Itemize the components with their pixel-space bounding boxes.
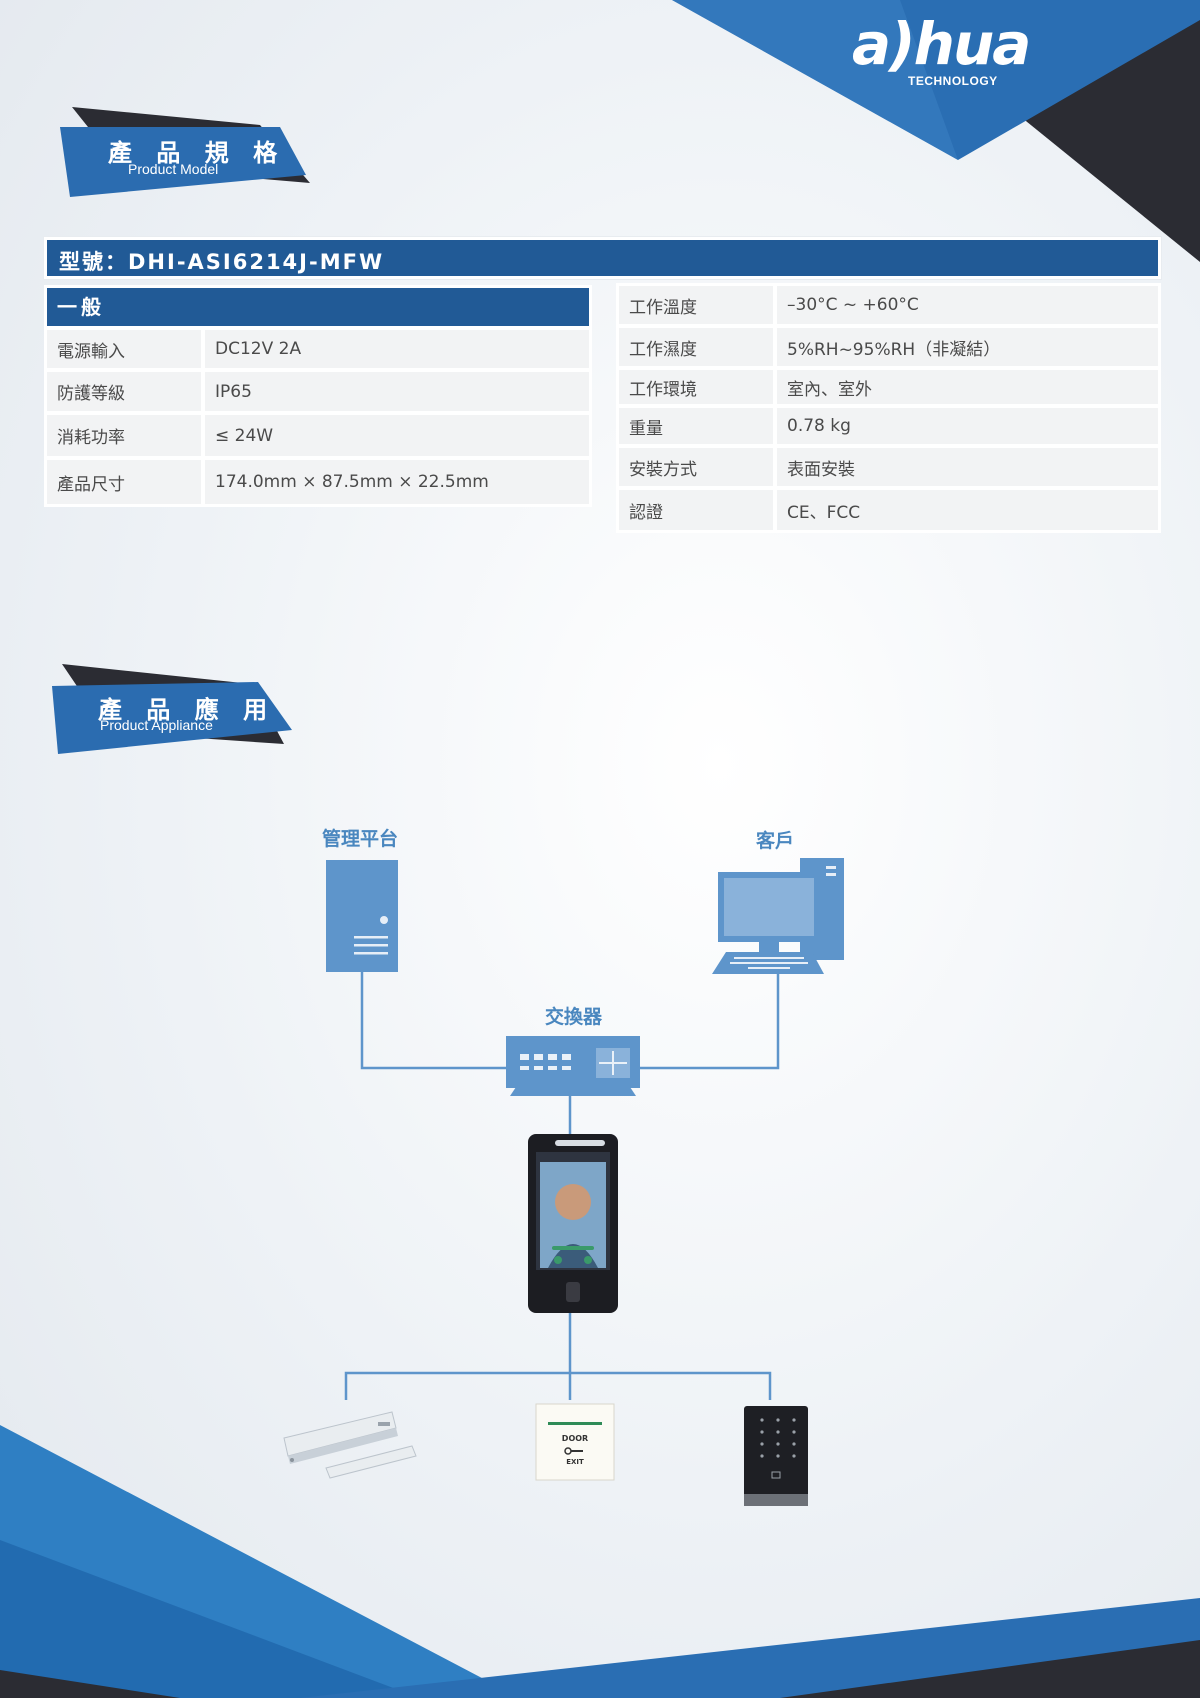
row-value: IP65 — [205, 372, 589, 411]
banner-shape — [60, 107, 310, 197]
connection-lines — [344, 972, 780, 1400]
logo-subtitle: TECHNOLOGY — [908, 74, 998, 88]
model-number-bar: 型號：DHI-ASI6214J-MFW — [44, 237, 1161, 279]
table-header: 一般 — [47, 288, 589, 326]
row-label: 電源輸入 — [47, 330, 201, 368]
table-row: 工作環境 室內、室外 — [619, 370, 1158, 404]
row-value: 5%RH~95%RH（非凝結） — [777, 328, 1158, 366]
switch-icon — [506, 1036, 640, 1096]
table-row: 電源輸入 DC12V 2A — [47, 330, 589, 368]
row-value: 室內、室外 — [777, 370, 1158, 404]
environment-spec-table: 工作溫度 –30°C ~ +60°C 工作濕度 5%RH~95%RH（非凝結） … — [616, 283, 1161, 533]
computer-icon — [712, 858, 844, 974]
exit-button-device: DOOR EXIT — [535, 1403, 615, 1481]
management-platform-label: 管理平台 — [322, 828, 399, 850]
section-subtitle: Product Appliance — [100, 717, 213, 733]
table-row: 消耗功率 ≤ 24W — [47, 415, 589, 456]
row-value: 174.0mm × 87.5mm × 22.5mm — [205, 460, 589, 504]
row-label: 產品尺寸 — [47, 460, 201, 504]
row-label: 重量 — [619, 408, 773, 444]
banner-shape — [52, 664, 292, 754]
row-value: 0.78 kg — [777, 408, 1158, 444]
row-label: 消耗功率 — [47, 415, 201, 456]
magnetic-lock-device — [283, 1411, 417, 1479]
table-row: 安裝方式 表面安裝 — [619, 448, 1158, 486]
logo-wordmark: a)hua — [852, 10, 1031, 78]
section-title: 產 品 應 用 — [98, 696, 276, 724]
row-label: 工作溫度 — [619, 286, 773, 324]
dahua-logo: a)hua TECHNOLOGY — [848, 10, 1078, 88]
card-reader-keypad-device — [744, 1406, 808, 1506]
client-label: 客戶 — [756, 830, 795, 852]
row-label: 認證 — [619, 490, 773, 530]
table-row: 防護等級 IP65 — [47, 372, 589, 411]
row-label: 工作環境 — [619, 370, 773, 404]
product-model-banner: 產 品 規 格 Product Model — [60, 105, 310, 197]
table-row: 工作溫度 –30°C ~ +60°C — [619, 286, 1158, 324]
row-label: 工作濕度 — [619, 328, 773, 366]
row-value: 表面安裝 — [777, 448, 1158, 486]
row-value: –30°C ~ +60°C — [777, 286, 1158, 324]
table-row: 重量 0.78 kg — [619, 408, 1158, 444]
model-number: 型號：DHI-ASI6214J-MFW — [59, 250, 385, 274]
table-row: 工作濕度 5%RH~95%RH（非凝結） — [619, 328, 1158, 366]
switch-label: 交換器 — [545, 1006, 603, 1028]
exit-button-text-door: DOOR — [562, 1434, 588, 1443]
row-value: DC12V 2A — [205, 330, 589, 368]
row-label: 安裝方式 — [619, 448, 773, 486]
general-spec-table: 一般 電源輸入 DC12V 2A 防護等級 IP65 消耗功率 ≤ 24W 產品… — [44, 285, 592, 507]
table-row: 認證 CE、FCC — [619, 490, 1158, 530]
section-title: 產 品 規 格 — [108, 139, 286, 167]
product-appliance-banner: 產 品 應 用 Product Appliance — [52, 660, 292, 754]
table-row: 產品尺寸 174.0mm × 87.5mm × 22.5mm — [47, 460, 589, 504]
row-value: CE、FCC — [777, 490, 1158, 530]
face-terminal-device — [528, 1134, 618, 1313]
server-icon — [326, 860, 398, 972]
row-label: 防護等級 — [47, 372, 201, 411]
section-subtitle: Product Model — [128, 161, 219, 177]
exit-button-text-exit: EXIT — [566, 1458, 584, 1466]
row-value: ≤ 24W — [205, 415, 589, 456]
